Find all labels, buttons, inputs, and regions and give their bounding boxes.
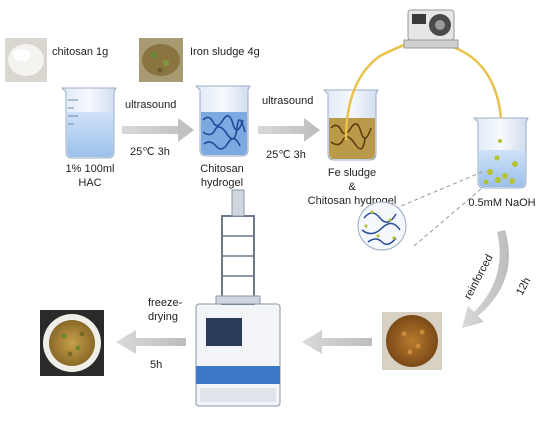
chitosan-label: chitosan 1g (52, 46, 108, 58)
freeze-dryer-icon (195, 189, 281, 407)
arrow-step1 (122, 118, 194, 142)
chitosan-powder-photo (5, 38, 47, 82)
beaker-fe-sludge-hydrogel (322, 89, 379, 161)
beaker2-label-line1: Chitosan (200, 163, 243, 175)
beaker2-label-line2: hydrogel (201, 177, 243, 189)
step2-condition: 25℃ 3h (266, 149, 306, 161)
iron-sludge-photo (139, 38, 183, 82)
arrow-step2 (258, 118, 320, 142)
step4-time: 5h (150, 359, 162, 371)
beaker-hac (60, 87, 117, 159)
zoom-bead-structure (357, 201, 407, 251)
peristaltic-pump-icon (403, 9, 459, 49)
beaker3-label-line1: Fe sludge (328, 167, 376, 179)
beaker3-label-line2: & (348, 181, 356, 193)
beaker1-label-line2: HAC (78, 177, 101, 189)
arrow-step4 (116, 330, 186, 354)
dried-beads-dish-photo (40, 310, 104, 376)
step4-method-line1: freeze- (148, 297, 183, 309)
beads-dish-photo (382, 312, 442, 370)
step1-method: ultrasound (125, 99, 176, 111)
arrow-to-freeze-dryer (302, 330, 372, 354)
step3-time: 12h (514, 276, 533, 298)
beaker4-label: 0.5mM NaOH (468, 197, 535, 209)
beaker1-label-line1: 1% 100ml (66, 163, 115, 175)
step2-method: ultrasound (262, 95, 313, 107)
step1-condition: 25℃ 3h (130, 146, 170, 158)
arrow-step3 (462, 230, 509, 328)
iron-sludge-label: Iron sludge 4g (190, 46, 260, 58)
beaker-chitosan-hydrogel (194, 85, 251, 157)
zoom-line-2 (413, 187, 483, 247)
beaker-naoh (472, 117, 529, 189)
step4-method-line2: drying (148, 311, 178, 323)
